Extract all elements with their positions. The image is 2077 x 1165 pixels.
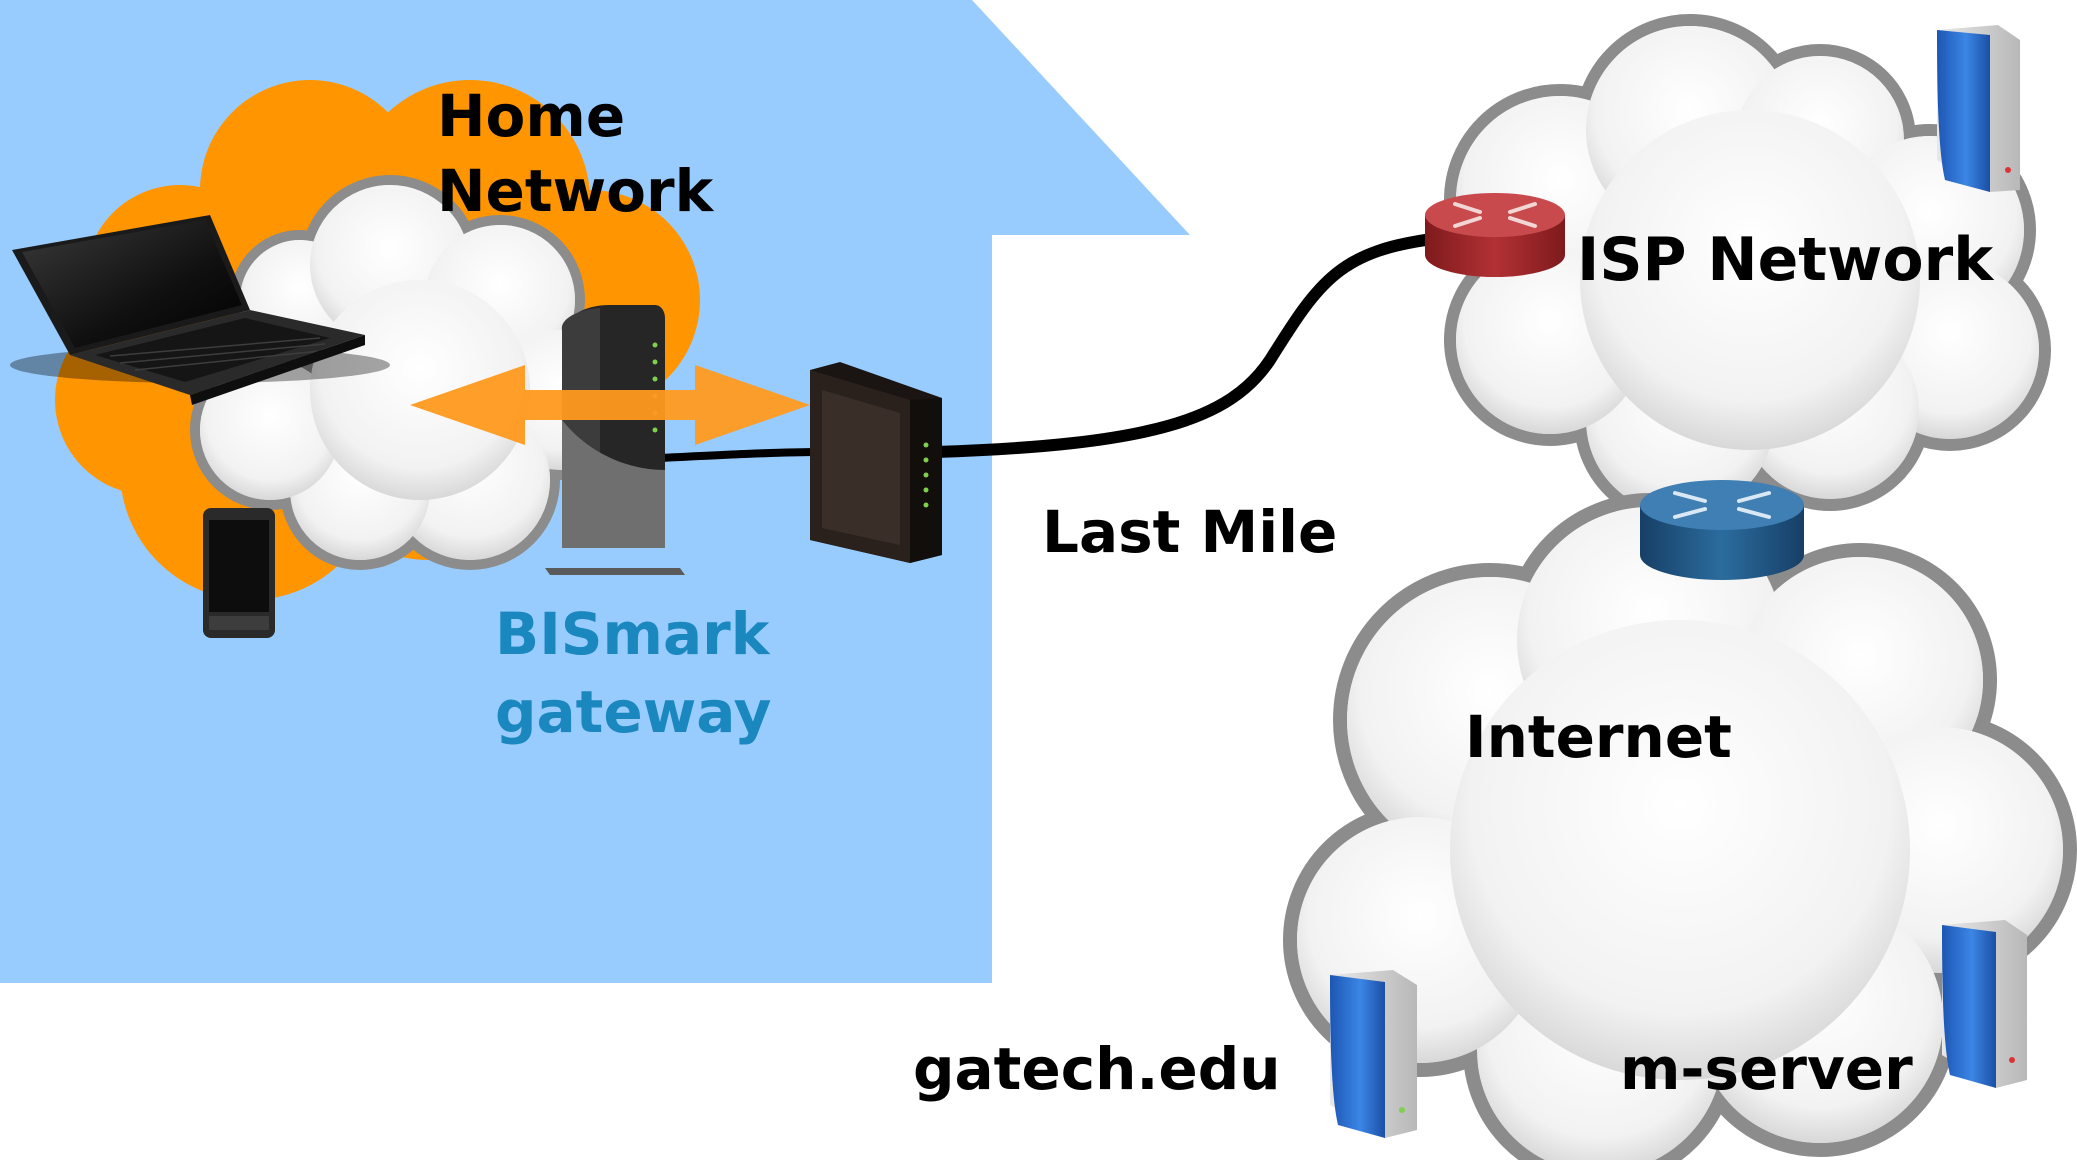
server-icon-mserver (1942, 920, 2027, 1088)
bismark-gateway-label-line1: BISmark (495, 600, 770, 668)
bidirectional-arrow (410, 365, 810, 445)
home-network-label-line2: Network (437, 157, 714, 225)
gateway-modem-cable (659, 448, 821, 462)
isp-router-icon (1425, 193, 1565, 277)
cable-modem-icon (810, 362, 942, 563)
isp-network-label: ISP Network (1577, 225, 1994, 295)
smartphone-icon (203, 508, 275, 638)
internet-router-icon (1640, 480, 1804, 580)
home-network-label-line1: Home (437, 82, 626, 150)
last-mile-label: Last Mile (1042, 498, 1338, 566)
internet-label: Internet (1465, 703, 1732, 771)
wifi-router-icon (545, 305, 685, 575)
server-icon-gatech (1330, 970, 1417, 1138)
mserver-label: m-server (1620, 1035, 1913, 1103)
last-mile-cable (929, 232, 1446, 458)
server-icon-isp (1937, 25, 2020, 192)
gatech-label: gatech.edu (913, 1035, 1281, 1103)
laptop-icon (10, 215, 390, 405)
bismark-gateway-label-line2: gateway (495, 678, 772, 746)
